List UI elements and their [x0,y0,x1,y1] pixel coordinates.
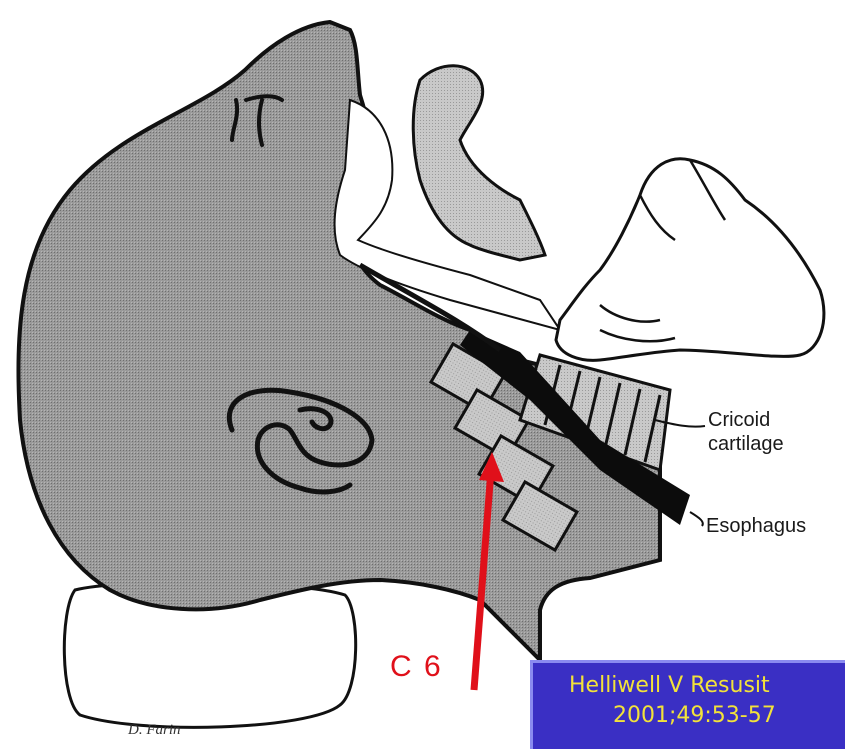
esophagus-label: Esophagus [706,514,806,538]
cricoid-label-line2: cartilage [708,432,784,456]
esophagus-leader [690,512,703,526]
c6-vertebra-label: C 6 [390,650,443,684]
tongue [413,66,545,260]
hand [556,159,824,361]
citation-box: Helliwell V Resusit 2001;49:53-57 [530,660,845,749]
citation-line2: 2001;49:53-57 [569,701,845,731]
cricoid-cartilage-label: Cricoid cartilage [708,408,784,456]
cricoid-label-line1: Cricoid [708,408,784,432]
artist-signature: D. Farin [128,722,181,739]
citation-line1: Helliwell V Resusit [569,671,845,701]
